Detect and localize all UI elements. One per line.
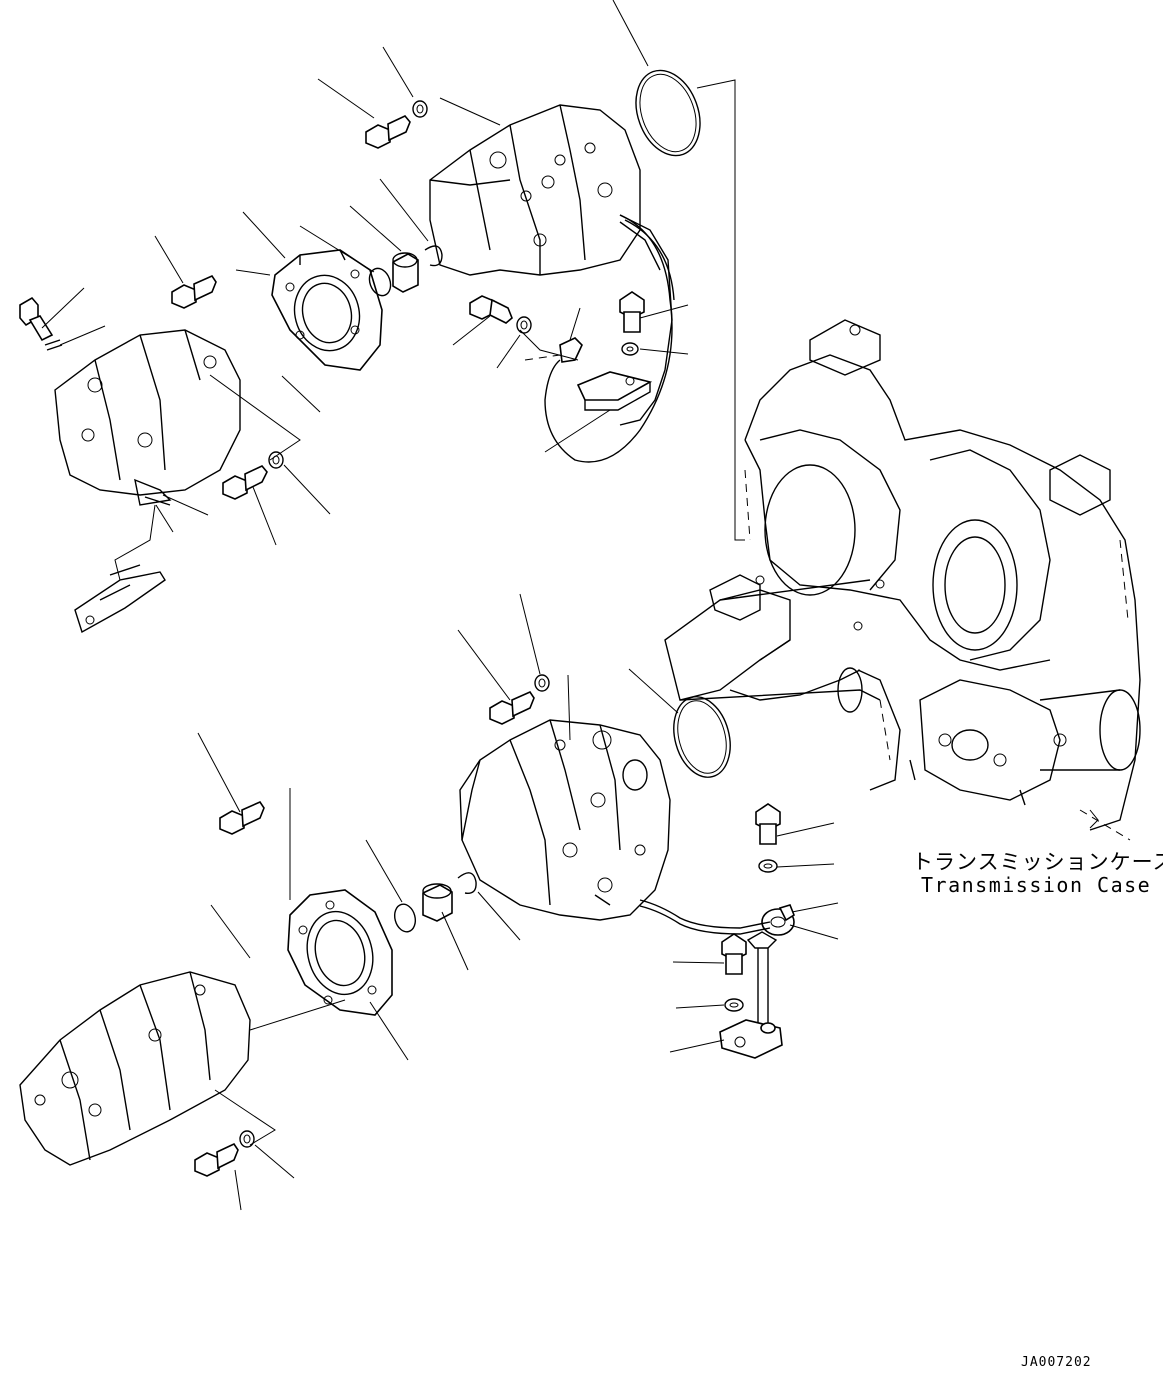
lower-o-ring-large (673, 696, 731, 778)
upper-washer-1 (412, 100, 428, 118)
upper-bolt-4 (469, 295, 513, 324)
lower-washer-5 (724, 998, 744, 1012)
lower-bolt-5 (721, 933, 747, 975)
lower-left-motor (19, 971, 251, 1166)
lower-harness (594, 894, 771, 935)
lower-small-o-ring (393, 903, 417, 933)
upper-pump (429, 104, 673, 426)
lower-snap-ring (457, 872, 477, 894)
upper-bolt-3 (222, 465, 268, 500)
lower-flange (287, 889, 393, 1016)
upper-washer-3 (268, 451, 284, 469)
upper-bolt-2 (171, 274, 217, 309)
leader-lines (41, 0, 839, 1211)
upper-washer-4 (516, 316, 532, 334)
lower-washer-3 (239, 1130, 255, 1148)
lower-bushing (422, 883, 453, 922)
upper-bolt-1 (365, 115, 411, 149)
upper-bracket (559, 337, 653, 411)
upper-bushing (392, 252, 419, 293)
lower-stay (719, 931, 783, 1059)
transmission-case (664, 319, 1141, 841)
drawing-code: JA007202 (1021, 1355, 1092, 1370)
upper-sensor-clip (74, 564, 166, 634)
upper-left-bolt (19, 296, 63, 351)
lower-washer-1 (534, 674, 550, 692)
upper-harness (524, 214, 675, 463)
lower-washer-4 (758, 859, 778, 873)
upper-bolt-5 (619, 291, 645, 333)
upper-left-motor (54, 329, 241, 506)
upper-small-o-ring (368, 267, 392, 297)
lower-bolt-4 (755, 803, 781, 845)
upper-o-ring-large (635, 69, 701, 157)
assembly-lines (114, 79, 745, 1146)
lower-bolt-2 (219, 800, 265, 835)
transmission-case-label-en: Transmission Case (921, 873, 1152, 897)
lower-pump (459, 719, 671, 921)
upper-flange (271, 249, 383, 371)
lower-bolt-1 (489, 690, 535, 725)
lower-bolt-3 (194, 1142, 239, 1177)
lower-clamp (761, 904, 795, 936)
upper-washer-5 (621, 342, 639, 356)
upper-snap-ring (424, 245, 443, 267)
transmission-case-label-jp: トランスミッションケース (912, 850, 1163, 874)
